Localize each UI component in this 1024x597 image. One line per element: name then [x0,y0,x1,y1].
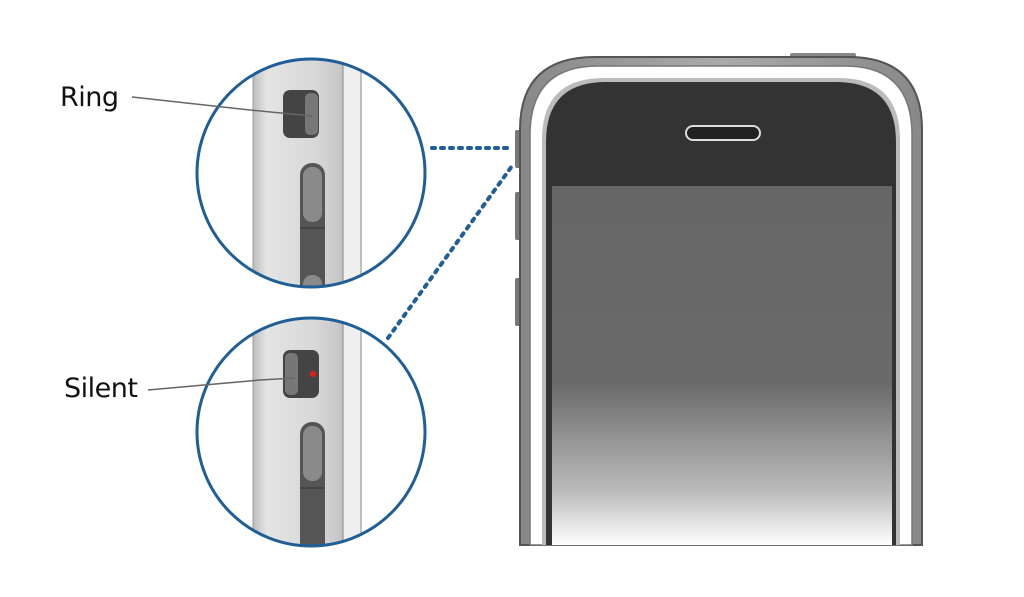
ring-leader-line [131,96,313,117]
volume-up-key [303,426,322,481]
earpiece-icon [685,125,761,141]
ring-label: Ring [60,82,119,113]
switch-toggle-ring-position [305,93,318,135]
ring-callout [131,57,427,289]
silent-callout [147,316,427,548]
silent-label: Silent [64,373,138,404]
phone-side-closeup [252,318,344,546]
phone-side-edge [342,318,362,546]
volume-down-key [303,275,322,287]
silent-leader-line [147,377,296,391]
switch-toggle-silent-position [285,353,298,395]
dotted-leader-bottom [386,164,514,340]
silent-callout-circle [195,316,427,548]
phone-screen [552,186,892,545]
volume-up-key [303,167,322,222]
iphone-illustration [515,53,923,546]
silent-orange-indicator [310,371,316,377]
ring-callout-circle [195,57,427,289]
phone-side-edge [342,59,362,287]
phone-side-closeup [252,59,344,287]
